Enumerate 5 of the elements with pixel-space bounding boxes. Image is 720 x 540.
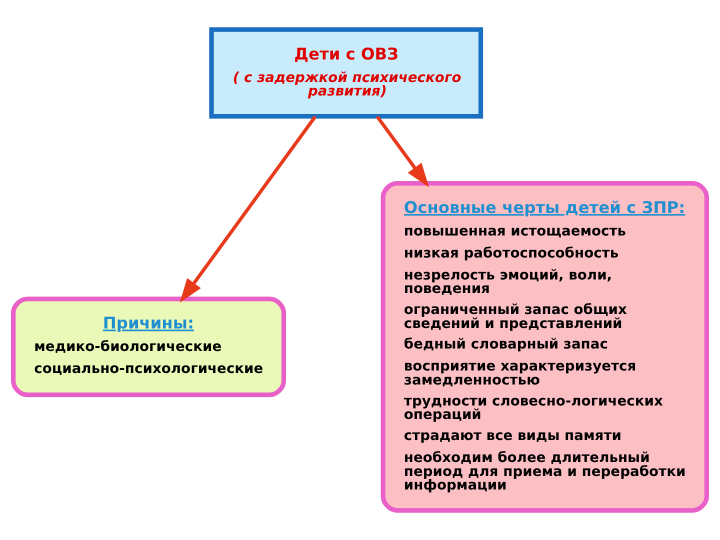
node-box: Основные черты детей с ЗПР: повышенная истощаемость низкая работоспособность незрелость эмоций, воли, поведения ограниченный запас общих сведений и представлений бедный словарный запас восприятие характеризуется замедленностью трудности словесно-логических операций страдают все виды памяти необходим более длительный период для приема и переработки информации — [380, 181, 710, 513]
arrow — [180, 116, 317, 303]
arrow — [376, 116, 429, 188]
node-box: Дети с ОВЗ ( с задержкой психического развития) — [209, 27, 484, 119]
node-box: Причины: медико-биологические социально-психологические — [10, 296, 286, 398]
